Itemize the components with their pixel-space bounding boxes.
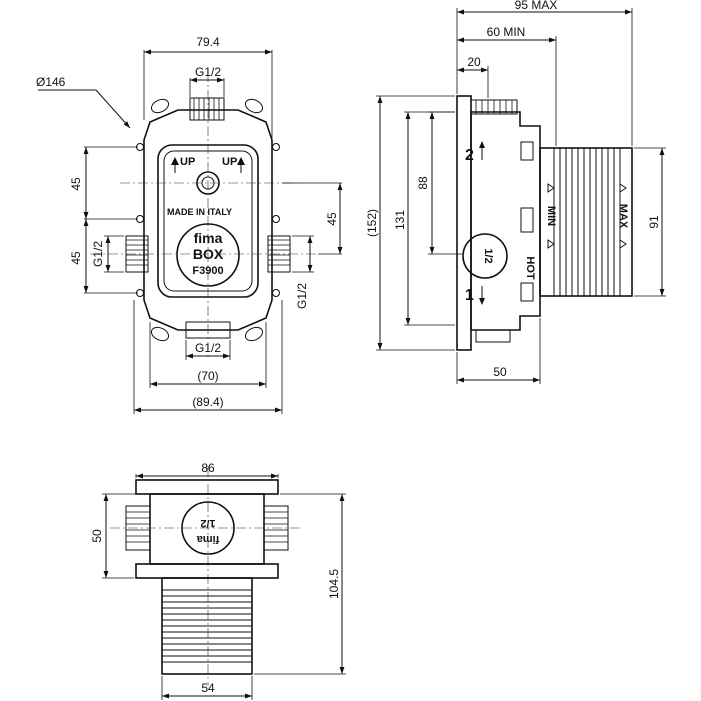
bottom-flange — [135, 563, 279, 579]
bottom-top-plate — [135, 479, 279, 495]
made-in-label: MADE IN ITALY — [167, 207, 232, 217]
mounting-ears — [136, 98, 280, 342]
bottom-dimensions: 86 50 104.5 54 — [90, 461, 346, 700]
dim-104-label: 104.5 — [327, 569, 341, 599]
dim-50-side-label: 50 — [493, 365, 507, 379]
extension-sleeve — [539, 147, 633, 297]
side-cap-text: 1/2 — [482, 248, 494, 263]
dim-89-label: (89.4) — [192, 395, 223, 409]
top-connection — [189, 97, 225, 121]
dim-131-label: 131 — [393, 210, 407, 230]
dim-50-bottom-label: 50 — [90, 529, 104, 543]
front-dimensions: 79.4 G1/2 Ø146 45 45 G1/2 45 G1/2 — [36, 35, 343, 414]
box-label: BOX — [193, 246, 224, 262]
port-2-label: 2 — [465, 147, 474, 164]
dim-20-label: 20 — [467, 55, 481, 69]
dim-86-label: 86 — [201, 461, 215, 475]
dim-70-label: (70) — [197, 369, 218, 383]
mounting-plate — [143, 109, 273, 331]
side-dimensions: 95 MAX 60 MIN 20 (152) 131 88 91 50 — [365, 0, 666, 384]
side-plate — [456, 95, 472, 351]
thread-left-label: G1/2 — [91, 241, 105, 267]
dim-60-label: 60 MIN — [487, 25, 526, 39]
hot-label: HOT — [524, 256, 536, 280]
diameter-label: Ø146 — [36, 75, 66, 89]
thread-top-label: G1/2 — [195, 65, 221, 79]
dim-88-label: 88 — [416, 176, 430, 190]
up-label-left: UP — [180, 156, 195, 168]
side-view: 1/2 2 1 HOT MIN MAX — [456, 95, 633, 351]
dim-91-label: 91 — [647, 215, 661, 229]
bottom-brand: fima — [196, 533, 220, 545]
port-1-label: 1 — [465, 287, 474, 304]
sleeve-ribs — [553, 148, 621, 296]
dim-right: 45 — [325, 212, 339, 226]
dim-left-upper: 45 — [69, 177, 83, 191]
thread-right-label: G1/2 — [295, 283, 309, 309]
front-view: UP UP MADE IN ITALY fima BOX F3900 — [90, 72, 318, 360]
side-cap — [462, 233, 508, 279]
bottom-sleeve-ribs — [162, 589, 252, 663]
up-label-right: UP — [222, 156, 237, 168]
max-mark: MAX — [617, 204, 629, 229]
bottom-view: 1/2 fima — [110, 466, 300, 686]
min-mark: MIN — [545, 206, 557, 226]
dim-152-label: (152) — [365, 209, 379, 237]
dim-79-label: 79.4 — [196, 35, 220, 49]
dim-54-label: 54 — [201, 681, 215, 695]
dim-95-label: 95 MAX — [515, 0, 558, 12]
dim-left-lower: 45 — [69, 251, 83, 265]
up-arrows — [171, 157, 245, 173]
thread-bottom-label: G1/2 — [195, 341, 221, 355]
